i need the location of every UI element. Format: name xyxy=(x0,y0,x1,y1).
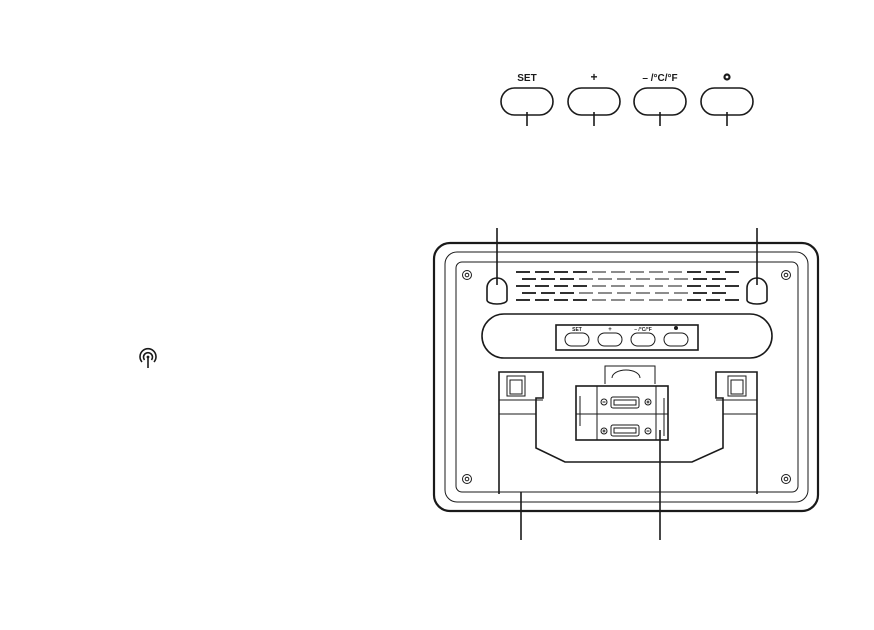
set-button[interactable] xyxy=(501,88,553,115)
light-button-callout xyxy=(701,73,753,126)
device-back: SET + – /°C/°F xyxy=(434,228,818,540)
set-button-label: SET xyxy=(517,73,536,84)
device-plus-button[interactable] xyxy=(598,333,622,346)
ventilation-slots xyxy=(516,272,739,300)
device-plus-label: + xyxy=(608,327,612,333)
device-light-button[interactable] xyxy=(664,333,688,346)
battery-door xyxy=(576,386,668,440)
device-minus-unit-label: – /°C/°F xyxy=(634,327,652,333)
wireless-signal-icon xyxy=(140,349,156,368)
outer-casing xyxy=(434,243,818,511)
stand-hinge-left xyxy=(507,376,525,396)
light-icon xyxy=(674,326,678,330)
light-icon xyxy=(723,73,730,80)
device-set-label: SET xyxy=(572,327,582,333)
button-bar-housing xyxy=(482,314,772,358)
battery-compartment xyxy=(576,366,668,540)
set-button-callout: SET xyxy=(501,73,553,126)
light-button[interactable] xyxy=(701,88,753,115)
wall-mount-hole-left xyxy=(487,228,507,304)
minus-unit-button-callout: – /°C/°F xyxy=(634,73,686,126)
screw-top-left xyxy=(463,271,472,280)
battery-slot-1 xyxy=(601,397,651,408)
minus-unit-button[interactable] xyxy=(634,88,686,115)
screw-bottom-right xyxy=(782,475,791,484)
device-minus-unit-button[interactable] xyxy=(631,333,655,346)
stand-hinge-right xyxy=(728,376,746,396)
screw-bottom-left xyxy=(463,475,472,484)
screw-top-right xyxy=(782,271,791,280)
plus-button-label: + xyxy=(590,70,597,84)
button-callouts: SET + – /°C/°F xyxy=(501,70,753,126)
plus-button-callout: + xyxy=(568,70,620,126)
battery-slot-2 xyxy=(601,425,651,436)
plus-button[interactable] xyxy=(568,88,620,115)
device-button-row: SET + – /°C/°F xyxy=(565,326,688,346)
wall-mount-hole-right xyxy=(747,228,767,304)
device-set-button[interactable] xyxy=(565,333,589,346)
minus-unit-button-label: – /°C/°F xyxy=(642,73,677,84)
